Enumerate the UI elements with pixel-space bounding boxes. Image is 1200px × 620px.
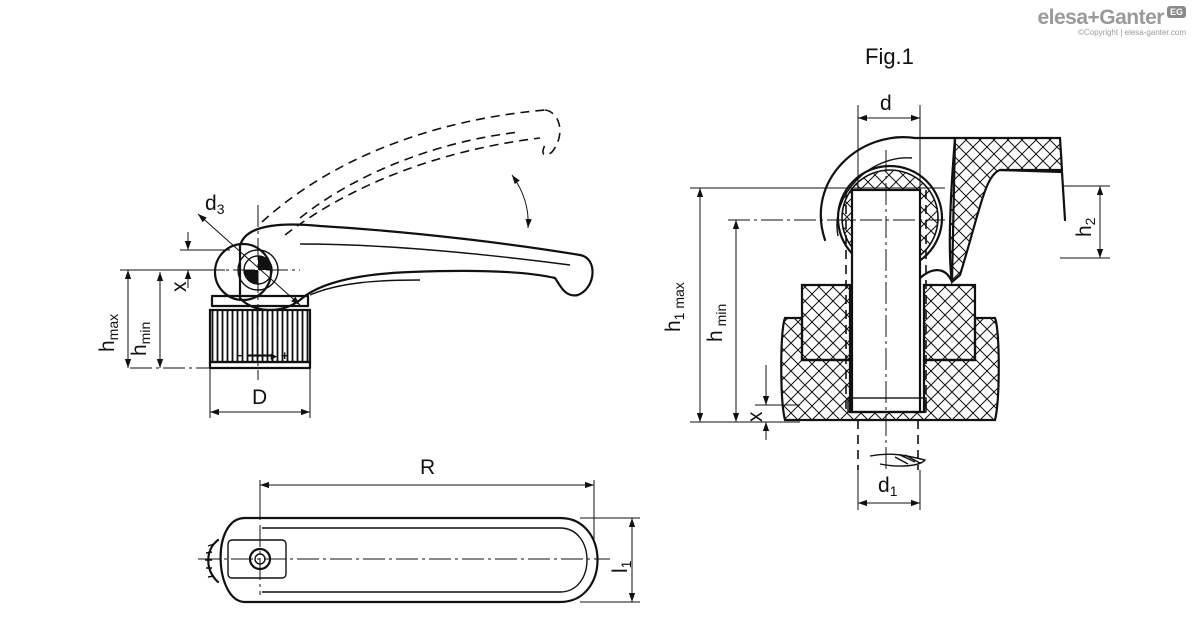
side-view: − ━━━▸ + d3 x hmax hmin D [96,109,594,418]
brand-copyright: ©Copyright | elesa-ganter.com [1077,28,1186,37]
x-label-right: x [744,411,767,422]
clamped-part [948,136,1064,285]
lever-body [238,223,594,312]
top-view: R l1 [198,456,640,604]
lever-plan-outline [219,516,599,604]
R-label: R [420,456,435,479]
section-view: Fig.1 d d1 [662,44,1110,510]
brand-name: elesa+Ganter [1037,6,1164,29]
x-label-left: x [168,281,191,292]
base-marking: − ━━━▸ + [236,348,289,363]
d3-label: d3 [205,192,225,217]
d1-label: d1 [878,474,898,499]
D-label: D [252,386,267,409]
figure-caption: Fig.1 [865,44,914,69]
rotation-arrow [511,174,532,229]
d-label: d [880,92,892,115]
lever-raised-phantom [261,109,546,223]
l1-label: l1 [609,560,634,573]
bushing-left [800,283,852,362]
hmin-label: hmin [128,322,153,356]
h2-label: h2 [1073,217,1098,237]
nut-body [780,316,1000,422]
hmin-right-label: hmin [704,304,729,342]
cam-hook [819,136,957,284]
brand-badge: EG [1166,6,1186,18]
h1max-label: h1 max [662,282,687,332]
bushing-right [922,283,977,362]
hmax-label: hmax [96,314,121,352]
d3-dimension [197,213,301,306]
